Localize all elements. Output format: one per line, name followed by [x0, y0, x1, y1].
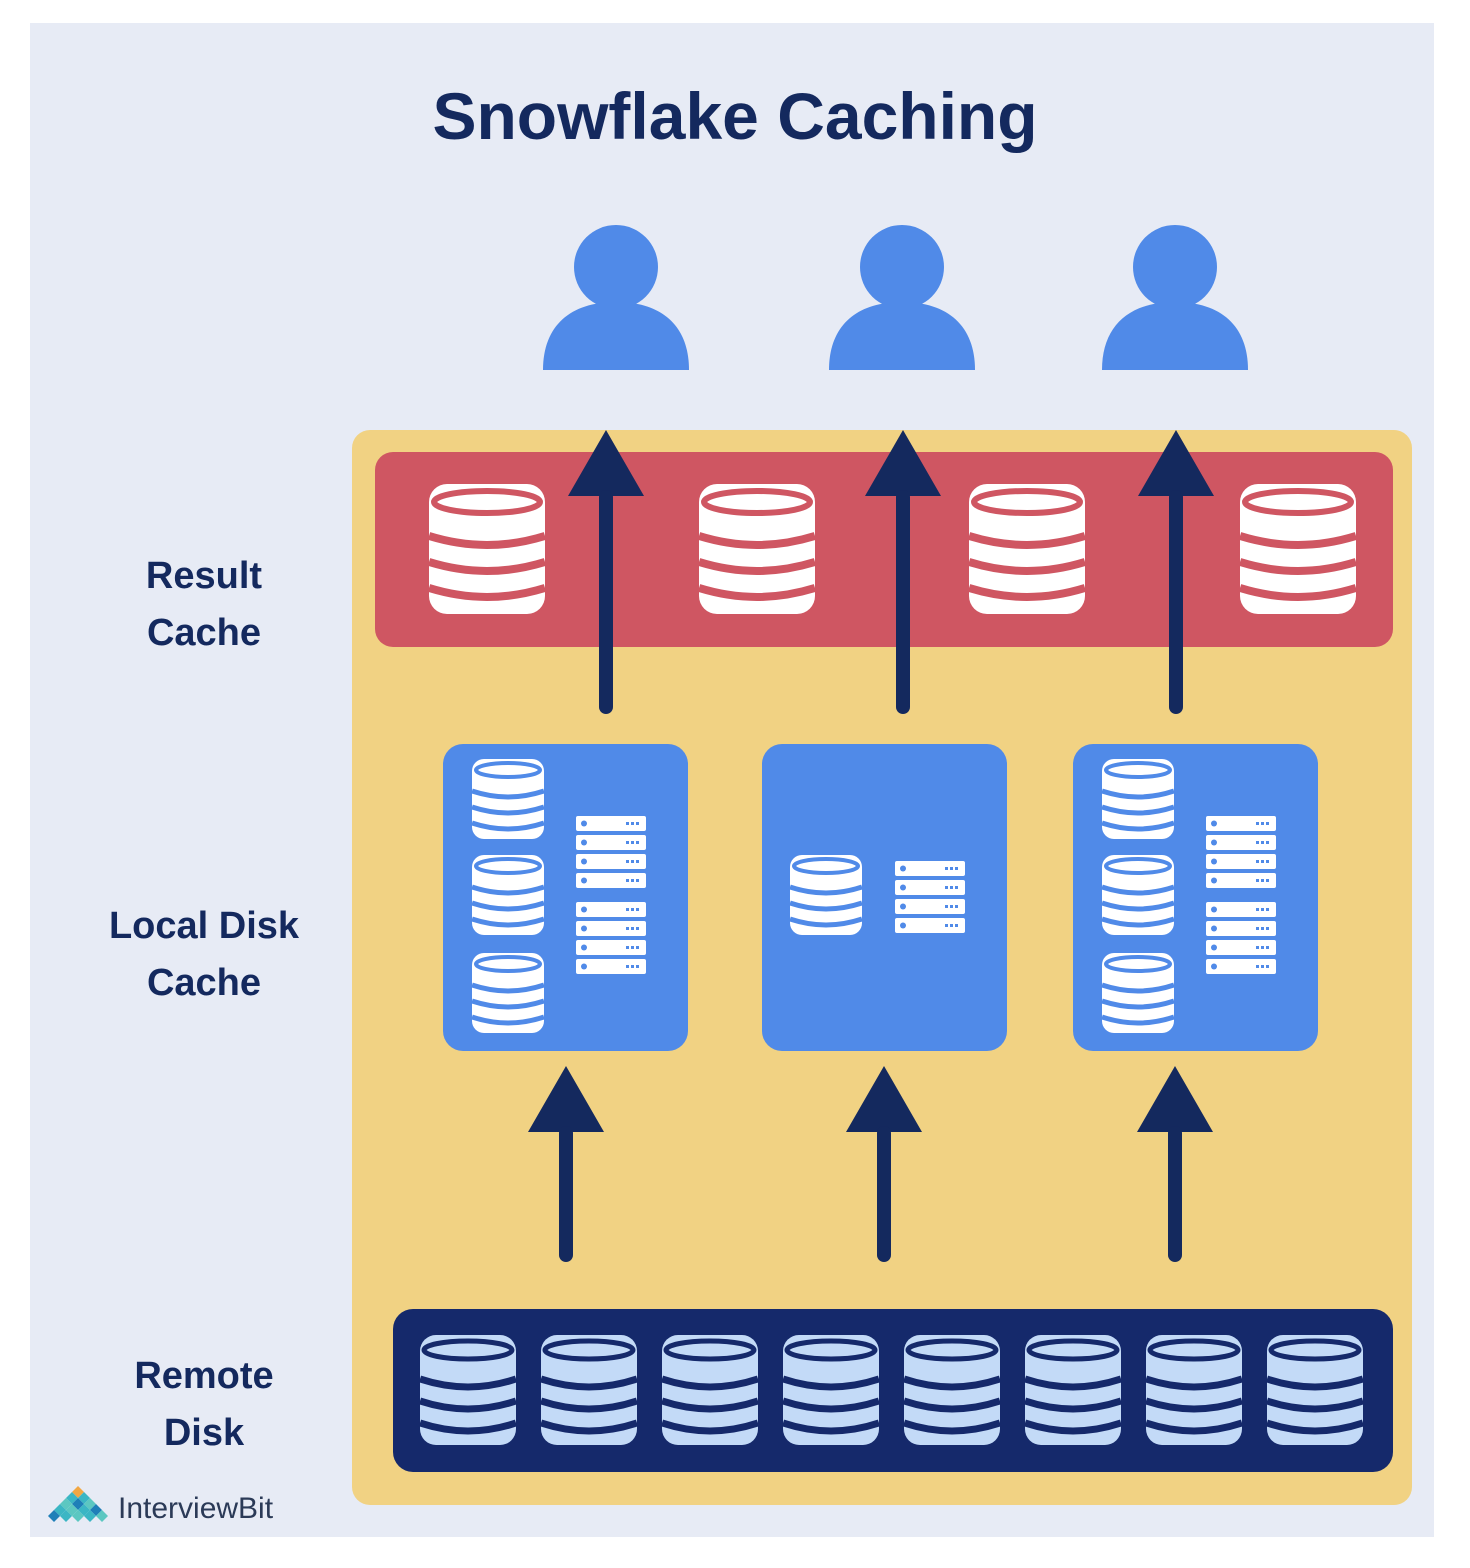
database-icon: [783, 1335, 879, 1445]
database-icon: [1267, 1335, 1363, 1445]
label-line: Disk: [163, 1412, 245, 1454]
label-line: Remote: [134, 1355, 274, 1397]
database-icon: [790, 855, 862, 935]
database-icon: [472, 953, 544, 1033]
user-icon: [543, 225, 689, 370]
database-icon: [662, 1335, 758, 1445]
arrow-up-icon: [568, 430, 644, 714]
database-icon: [1102, 855, 1174, 935]
arrow-up-icon: [1137, 1066, 1213, 1262]
interviewbit-logo-icon: [48, 1486, 108, 1522]
database-icon: [420, 1335, 516, 1445]
user-icon: [1102, 225, 1248, 370]
remote-disk-label: Remote Disk: [94, 1348, 314, 1462]
result-cache-label: Result Cache: [94, 548, 314, 662]
database-icon: [1240, 484, 1356, 614]
database-icon: [1025, 1335, 1121, 1445]
arrow-up-icon: [528, 1066, 604, 1262]
label-line: Cache: [146, 612, 262, 654]
arrow-up-icon: [846, 1066, 922, 1262]
local-disk-cache-label: Local Disk Cache: [94, 898, 314, 1012]
diagram-title: Snowflake Caching: [432, 79, 1038, 153]
user-icon: [829, 225, 975, 370]
server-rack-icon: [1206, 902, 1276, 974]
label-line: Result: [145, 555, 263, 597]
database-icon: [1146, 1335, 1242, 1445]
database-icon: [699, 484, 815, 614]
arrow-up-icon: [1138, 430, 1214, 714]
server-rack-icon: [895, 861, 965, 933]
database-icon: [969, 484, 1085, 614]
server-rack-icon: [1206, 816, 1276, 888]
label-line: Cache: [146, 962, 262, 1004]
label-line: Local Disk: [108, 905, 300, 947]
server-rack-icon: [576, 902, 646, 974]
database-icon: [429, 484, 545, 614]
database-icon: [1102, 759, 1174, 839]
arrow-up-icon: [865, 430, 941, 714]
database-icon: [472, 855, 544, 935]
database-icon: [472, 759, 544, 839]
logo-wordmark: InterviewBit: [118, 1492, 274, 1525]
database-icon: [1102, 953, 1174, 1033]
database-icon: [541, 1335, 637, 1445]
database-icon: [904, 1335, 1000, 1445]
server-rack-icon: [576, 816, 646, 888]
